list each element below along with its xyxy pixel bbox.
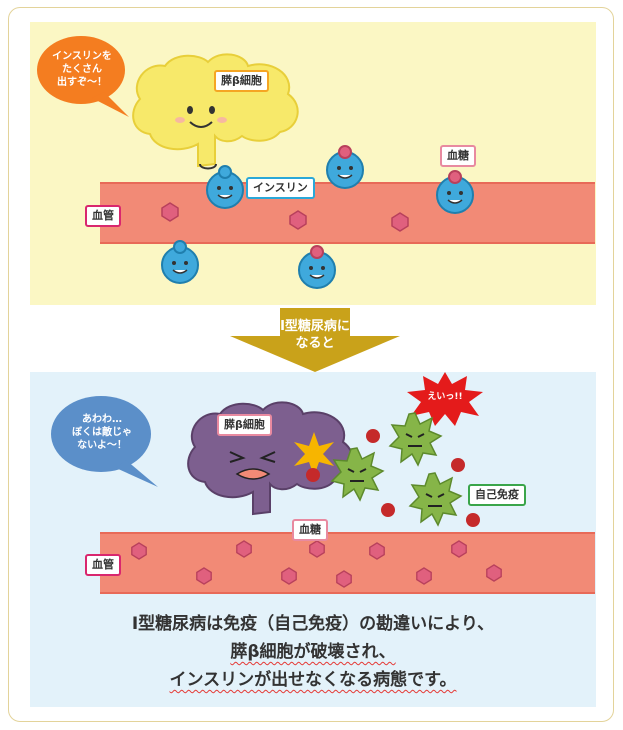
insulin-character <box>326 145 364 189</box>
insulin-character <box>436 170 474 214</box>
autoimmune-cell <box>388 412 443 467</box>
speech-bubble-orange <box>37 36 129 117</box>
glucose-molecule <box>131 542 147 560</box>
glucose-molecule <box>236 540 252 558</box>
vessel-label: 血管 <box>85 554 121 576</box>
caption-line-1: Ⅰ型糖尿病は免疫（自己免疫）の勘違いにより、 <box>131 614 495 634</box>
glucose-molecule <box>196 567 212 585</box>
antibody <box>366 429 380 443</box>
normal-state-panel: インスリンを たくさん 出すぞ〜！ 膵β細胞 <box>30 22 596 305</box>
antibody <box>451 458 465 472</box>
pancreas-healthy <box>132 53 299 170</box>
antibody <box>306 468 320 482</box>
impact-burst <box>294 432 334 476</box>
glucose-molecule <box>161 202 179 222</box>
insulin-character <box>206 165 244 209</box>
speech-text: インスリンを たくさん 出すぞ〜！ <box>52 51 112 88</box>
caption-line-3-text: インスリンが出せなくなる病態です。 <box>169 670 457 690</box>
autoimmune-cell <box>408 472 463 527</box>
blood-sugar-label: 血糖 <box>292 519 328 541</box>
down-arrow <box>230 308 400 372</box>
shout-burst <box>407 372 483 426</box>
glucose-molecule <box>309 540 325 558</box>
beta-cell-label: 膵β細胞 <box>217 414 272 436</box>
type1-diabetes-panel: あわわ… ぼくは敵じゃ ないよ〜！ 膵β細胞 えいっ!! 自己免疫 <box>30 372 596 707</box>
insulin-character <box>298 245 336 289</box>
transition-text: Ⅰ型糖尿病に なると <box>280 319 350 351</box>
speech-text: あわわ… ぼくは敵じゃ ないよ〜！ <box>72 414 132 451</box>
glucose-molecule <box>281 567 297 585</box>
autoimmune-cell <box>330 447 385 502</box>
glucose-molecule <box>336 570 352 588</box>
beta-cell-label: 膵β細胞 <box>214 70 269 92</box>
glucose-molecule <box>451 540 467 558</box>
glucose-molecule <box>369 542 385 560</box>
speech-bubble-blue <box>51 396 158 487</box>
blood-vessel <box>100 182 595 244</box>
glucose-molecule <box>416 567 432 585</box>
blood-sugar-label: 血糖 <box>440 145 476 167</box>
caption-line-2: 膵β細胞が破壊され、 <box>30 638 596 666</box>
caption-line-3: インスリンが出せなくなる病態です。 <box>30 666 596 694</box>
shout-text: えいっ!! <box>427 392 463 402</box>
caption: Ⅰ型糖尿病は免疫（自己免疫）の勘違いにより、 膵β細胞が破壊され、 インスリンが… <box>30 610 596 694</box>
autoimmune-label: 自己免疫 <box>468 484 526 506</box>
caption-line-2-text: 膵β細胞が破壊され、 <box>230 642 396 662</box>
insulin-character <box>161 240 199 284</box>
glucose-molecule <box>391 212 409 232</box>
glucose-molecule <box>486 564 502 582</box>
antibody <box>381 503 395 517</box>
glucose-molecule <box>289 210 307 230</box>
vessel-label: 血管 <box>85 205 121 227</box>
antibody <box>466 513 480 527</box>
insulin-label: インスリン <box>246 177 315 199</box>
